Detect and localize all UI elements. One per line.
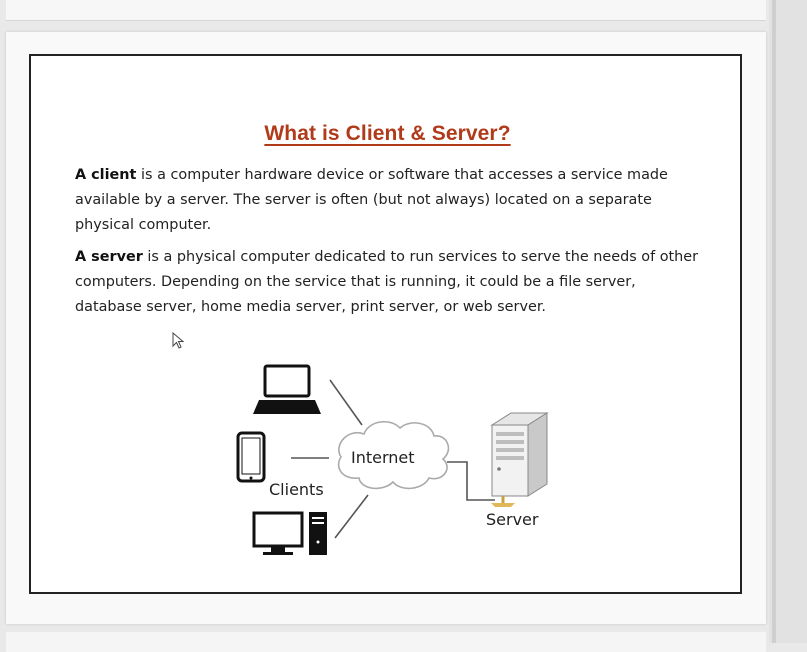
network-links — [291, 379, 495, 539]
scrollbar-thumb[interactable] — [772, 0, 776, 643]
server-tower-icon — [490, 412, 549, 507]
server-term: A server — [75, 249, 143, 265]
previous-page-edge — [6, 0, 766, 21]
server-text: is a physical computer dedicated to run … — [75, 249, 699, 315]
next-page-edge — [6, 632, 766, 652]
phone-icon — [236, 431, 266, 483]
internet-label: Internet — [351, 448, 415, 467]
slide-frame: What is Client & Server? A client is a c… — [29, 54, 742, 594]
server-definition: A server is a physical computer dedicate… — [75, 245, 705, 320]
client-definition: A client is a computer hardware device o… — [75, 163, 705, 238]
client-text: is a computer hardware device or softwar… — [75, 167, 668, 233]
clients-label: Clients — [269, 480, 324, 499]
mouse-cursor-icon — [172, 332, 185, 349]
laptop-icon — [253, 364, 321, 414]
cloud-icon — [337, 421, 450, 490]
server-label: Server — [486, 510, 539, 529]
scrollbar-track[interactable] — [769, 0, 807, 643]
desktop-icon — [252, 511, 327, 555]
client-term: A client — [75, 167, 137, 183]
client-server-diagram: Internet Clients Server — [29, 54, 742, 594]
slide-title: What is Client & Server? — [264, 122, 511, 145]
